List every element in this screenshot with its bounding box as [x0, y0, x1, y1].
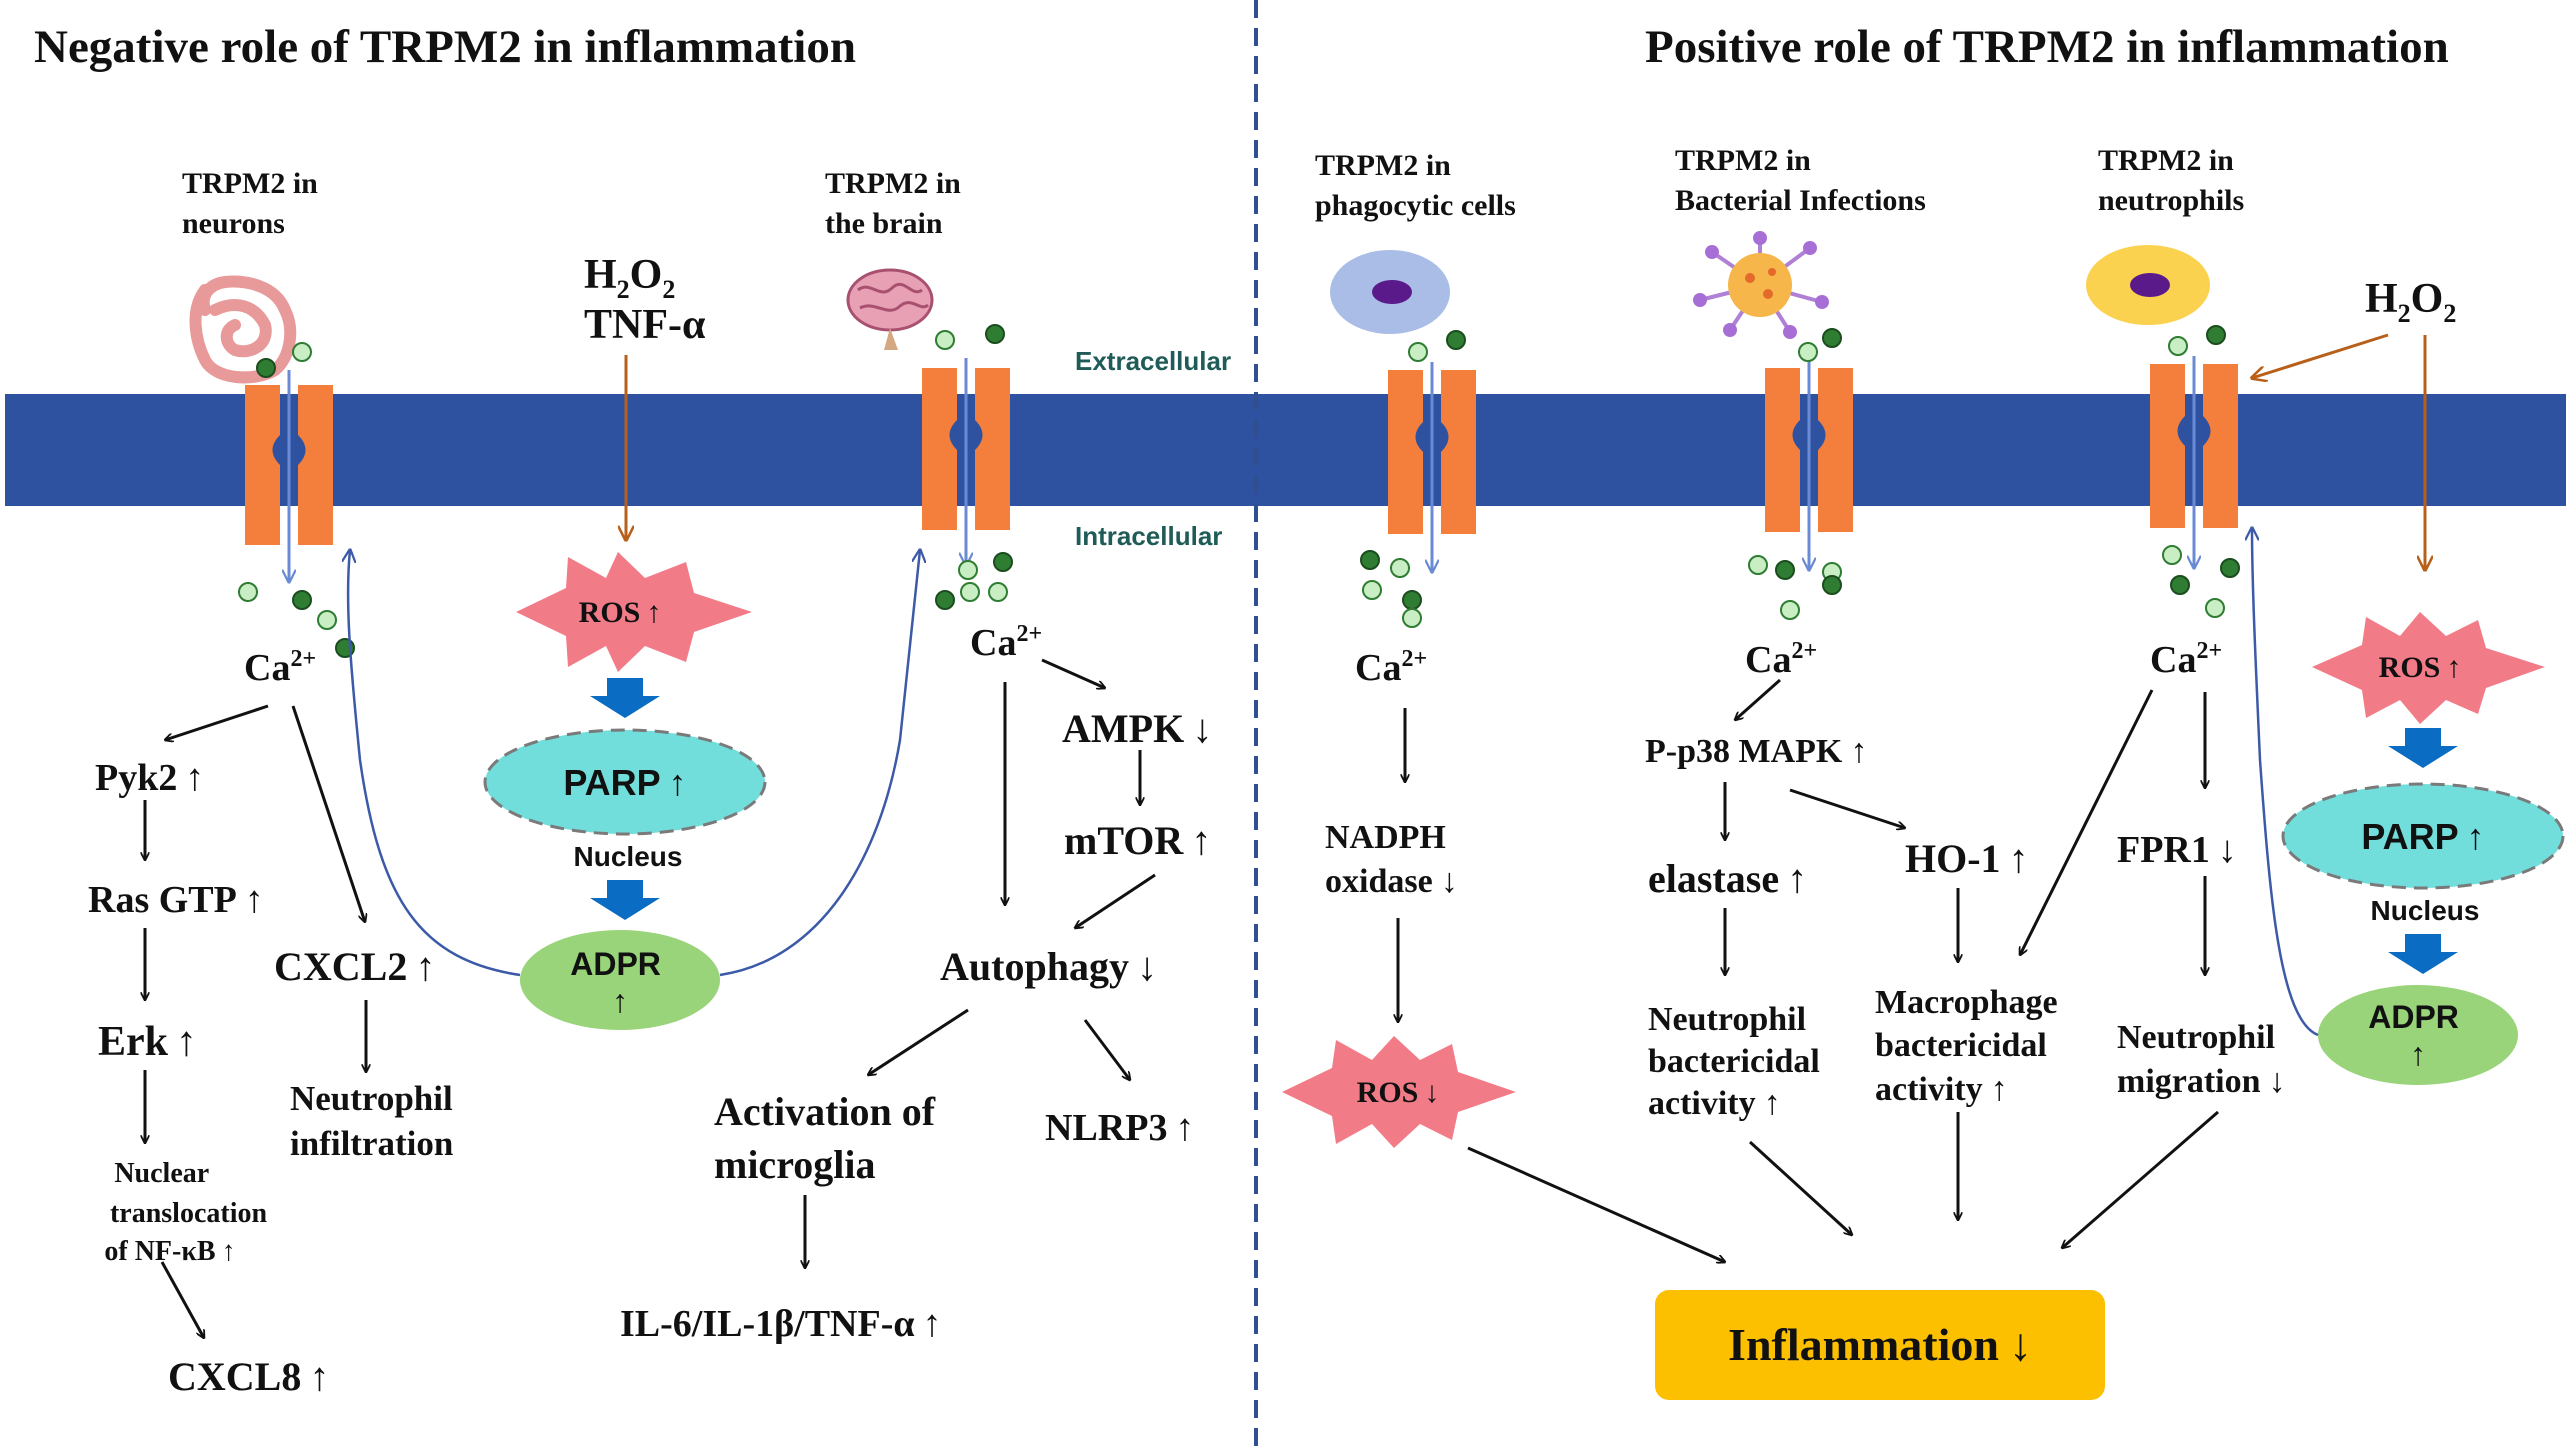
neutrophil-migration-label: Neutrophil migration↓: [2117, 1019, 2286, 1100]
extracellular-label: Extracellular: [1075, 346, 1231, 376]
neutrophil-infiltration-label: Neutrophil infiltration: [290, 1079, 461, 1163]
cxcl2-label: CXCL2↑: [274, 944, 435, 989]
neutrophil-bactericidal-label: Neutrophil bactericidal activity↑: [1648, 1001, 1828, 1122]
parp-label-right: PARP↑: [2361, 816, 2484, 857]
h2o2-to-channel-arrow: [2252, 333, 2389, 378]
calcium-ions-neurons-top: [256, 342, 312, 378]
calcium-ions-brain-top: [935, 324, 1005, 350]
ros-star-phagocytic: [1282, 1036, 1516, 1148]
ca-neutrophils: Ca2+: [2150, 638, 2222, 681]
calcium-ions-brain-bottom: [935, 552, 1013, 610]
adpr-feedback-to-neurons: [348, 550, 521, 977]
adpr-feedback-to-brain: [719, 550, 920, 977]
autophagy-label: Autophagy↓: [940, 944, 1157, 989]
ho1-label: HO-1↑: [1905, 836, 2029, 881]
brain-label: TRPM2 in the brain: [825, 167, 968, 240]
ca-brain: Ca2+: [970, 621, 1042, 664]
ras-gtp-label: Ras GTP↑: [88, 879, 264, 921]
adpr-feedback-to-neutrophil-channel: [2252, 528, 2319, 1037]
bacterium-icon: [1693, 231, 1829, 339]
mtor-label: mTOR↑: [1064, 818, 1211, 863]
elastase-label: elastase↑: [1648, 856, 1807, 901]
phagocyte-nucleus-icon: [1372, 280, 1412, 304]
intestine-icon: [189, 275, 297, 384]
bacterial-infections-label: TRPM2 in Bacterial Infections: [1675, 144, 1926, 217]
calcium-ions-phagocytic: [1360, 330, 1466, 628]
adpr-ellipse-right: [2318, 985, 2518, 1085]
tnf-alpha-stimulus: TNF-α: [584, 302, 706, 348]
adpr-label-right: ADPR ↑: [2368, 999, 2468, 1072]
erk-label: Erk↑: [98, 1019, 197, 1065]
ca-bacterial: Ca2+: [1745, 638, 1817, 681]
brain-icon: [846, 268, 934, 350]
adpr-ellipse-left: [520, 930, 720, 1030]
neutrophils-label: TRPM2 in neutrophils: [2098, 144, 2244, 217]
p38-mapk-label: P-p38 MAPK↑: [1645, 733, 1867, 770]
trpm2-channel-neurons: [245, 370, 333, 582]
parp-ellipse-left: [483, 728, 767, 836]
trpm2-channel-neutrophils: [2150, 356, 2238, 568]
arrows-brain-pathway: [805, 658, 1156, 1268]
parp-ellipse-right: [2281, 782, 2565, 890]
ros-label-right: ROS↑: [2379, 651, 2462, 684]
nlrp3-label: NLRP3↑: [1045, 1107, 1194, 1149]
fpr1-label: FPR1↓: [2117, 829, 2237, 871]
nucleus-label-left: Nucleus: [574, 841, 683, 872]
cxcl8-label: CXCL8↑: [168, 1354, 329, 1399]
ca-neurons: Ca2+: [244, 646, 316, 689]
ca-phagocytic: Ca2+: [1355, 646, 1427, 689]
inflammation-label: Inflammation↓: [1728, 1319, 2032, 1370]
right-panel-title: Positive role of TRPM2 in inflammation: [1645, 21, 2449, 73]
adpr-label-left: ADPR ↑: [570, 946, 670, 1019]
left-panel-title: Negative role of TRPM2 in inflammation: [34, 21, 856, 73]
intracellular-label: Intracellular: [1075, 521, 1222, 551]
parp-label-left: PARP↑: [563, 762, 686, 803]
trpm2-channel-bacterial: [1765, 360, 1853, 570]
ros-label-phagocytic: ROS↓: [1357, 1076, 1440, 1109]
pyk2-label: Pyk2↑: [95, 757, 204, 799]
neutrophil-nucleus-icon: [2130, 273, 2170, 297]
arrows-right-pathways: [1398, 678, 2219, 1262]
calcium-ions-neurons-bottom: [238, 582, 355, 658]
nucleus-label-right: Nucleus: [2371, 895, 2480, 926]
blue-arrow-ros-parp-left: [590, 678, 660, 718]
ros-label-left: ROS↑: [579, 596, 662, 629]
blue-arrow-ros-parp-right: [2388, 728, 2458, 768]
ros-star-right: [2312, 612, 2545, 724]
trpm2-channel-brain: [922, 358, 1010, 565]
calcium-ions-neutrophils: [2162, 325, 2240, 618]
trpm2-channel-phagocytic: [1388, 362, 1476, 572]
phagocytic-cells-label: TRPM2 in phagocytic cells: [1315, 149, 1516, 222]
calcium-ions-bacterial: [1748, 328, 1842, 620]
neurons-label: TRPM2 in neurons: [182, 167, 325, 240]
h2o2-stimulus-right: H2O2: [2365, 276, 2456, 328]
blue-arrow-parp-adpr-right: [2388, 934, 2458, 974]
ros-star-left: [516, 552, 752, 672]
arrows-neurons-pathway: [145, 704, 366, 1338]
microglia-activation-label: Activation of microglia: [714, 1089, 945, 1187]
macrophage-bactericidal-label: Macrophage bactericidal activity↑: [1875, 984, 2066, 1108]
blue-arrow-parp-adpr-left: [590, 880, 660, 920]
h2o2-stimulus-left: H2O2: [584, 252, 675, 304]
ampk-label: AMPK↓: [1062, 706, 1212, 751]
inflammation-box: [1655, 1290, 2105, 1400]
nadph-oxidase-label: NADPH oxidase↓: [1325, 819, 1458, 900]
cell-membrane: [5, 394, 2566, 506]
nf-kb-translocation-label: Nuclear translocation of NF-κB↑: [104, 1158, 274, 1267]
cytokines-label: IL-6/IL-1β/TNF-α↑: [620, 1303, 942, 1345]
